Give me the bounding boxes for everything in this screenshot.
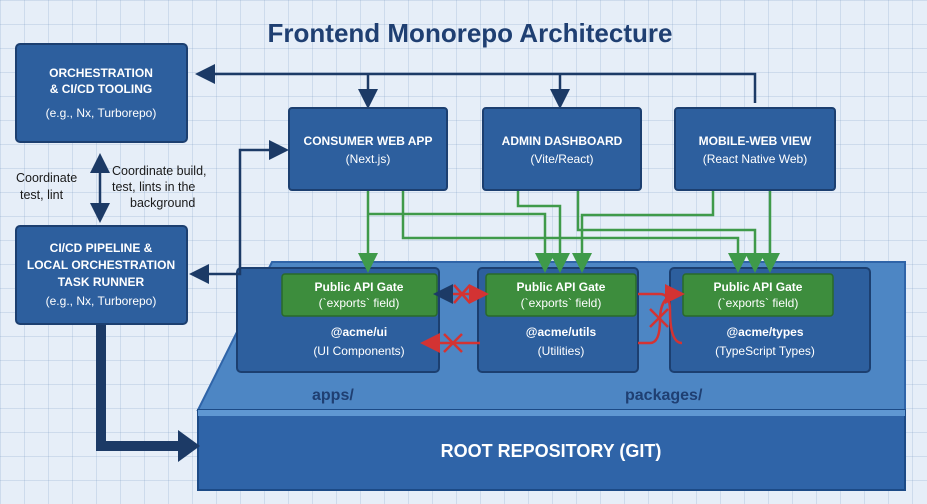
page-title: Frontend Monorepo Architecture (268, 18, 673, 48)
pipeline-to-root-arrowhead (178, 430, 200, 462)
pipeline-box: CI/CD PIPELINE & LOCAL ORCHESTRATION TAS… (15, 225, 188, 325)
blocked-x-icon (443, 333, 463, 353)
pipeline-title-line3: TASK RUNNER (58, 275, 145, 289)
right-coordinate-label-line2: test, lints in the (112, 180, 195, 194)
gate-sub: (`exports` field) (319, 296, 400, 310)
green-dependency-lines (358, 190, 780, 273)
package-name: @acme/utils (526, 325, 597, 339)
blocked-x-icon (453, 284, 471, 304)
blocked-x-icon (649, 308, 669, 328)
pipeline-title-line1: CI/CD PIPELINE & (50, 241, 153, 255)
orchestration-box: ORCHESTRATION & CI/CD TOOLING (e.g., Nx,… (15, 43, 188, 143)
gate-sub: (`exports` field) (521, 296, 602, 310)
left-coordinate-label-line1: Coordinate (16, 171, 77, 185)
pipeline-sub: (e.g., Nx, Turborepo) (46, 294, 157, 308)
admin-to-utils-line (516, 190, 570, 273)
package-sub: (Utilities) (538, 344, 585, 358)
app-sub: (React Native Web) (703, 152, 807, 166)
gate-sub: (`exports` field) (718, 296, 799, 310)
consumer-to-types-line (401, 190, 748, 273)
pipeline-to-root-arrow (96, 325, 182, 451)
navy-connections (90, 64, 757, 284)
pipeline-title-line2: LOCAL ORCHESTRATION (27, 258, 175, 272)
gate-title: Public API Gate (517, 280, 606, 294)
package-sub: (UI Components) (313, 344, 404, 358)
mobile-to-utils-line (572, 190, 715, 273)
orchestration-feedback-arrow (195, 64, 757, 103)
package-name: @acme/types (726, 325, 803, 339)
orchestration-sub: (e.g., Nx, Turborepo) (46, 106, 157, 120)
package-name: @acme/ui (331, 325, 387, 339)
app-box-mobile-web: MOBILE-WEB VIEW (React Native Web) (674, 107, 836, 191)
app-name: MOBILE-WEB VIEW (699, 134, 812, 148)
packages-folder-label: packages/ (625, 387, 703, 404)
package-card-ui: Public API Gate (`exports` field) @acme/… (236, 267, 440, 373)
blocked-utils-types-curve (638, 292, 683, 345)
package-sub: (TypeScript Types) (715, 344, 815, 358)
package-card-utils: Public API Gate (`exports` field) @acme/… (477, 267, 639, 373)
right-coordinate-label-line3: background (130, 196, 195, 210)
app-sub: (Next.js) (346, 152, 391, 166)
blocked-imports (420, 284, 685, 353)
orchestration-title-line2: & CI/CD TOOLING (50, 82, 152, 96)
root-repository-label: ROOT REPOSITORY (GIT) (441, 441, 662, 461)
app-sub: (Vite/React) (530, 152, 593, 166)
app-name: ADMIN DASHBOARD (502, 134, 623, 148)
consumer-to-utils-line (368, 212, 555, 273)
orchestration-title-line1: ORCHESTRATION (49, 66, 153, 80)
app-name: CONSUMER WEB APP (304, 134, 433, 148)
gate-title: Public API Gate (315, 280, 404, 294)
app-box-admin-dashboard: ADMIN DASHBOARD (Vite/React) (482, 107, 642, 191)
pipeline-to-consumer-arrow (189, 140, 289, 284)
apps-folder-label: apps/ (312, 387, 354, 404)
gate-title: Public API Gate (714, 280, 803, 294)
package-card-types: Public API Gate (`exports` field) @acme/… (669, 267, 871, 373)
left-coordinate-label-line2: test, lint (20, 188, 64, 202)
app-box-consumer-web: CONSUMER WEB APP (Next.js) (288, 107, 448, 191)
admin-to-types-line (576, 190, 765, 273)
right-coordinate-label-line1: Coordinate build, (112, 164, 207, 178)
